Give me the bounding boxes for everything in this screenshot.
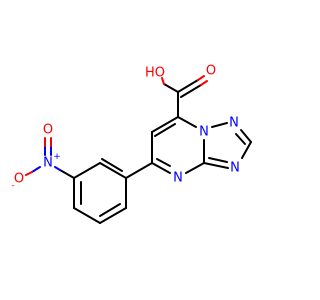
bond-n1-c2 [240,129,252,143]
bond-c7-c6 [151,116,179,133]
carboxylic-acid-group [161,75,208,118]
bond-c5-phenyl [125,162,153,179]
bond-ph4-ph5 [73,207,101,224]
atom-pyrimidine-nitrogen: N [173,171,183,186]
bond-n4-c3a [185,162,205,174]
bond-c2-n3 [241,141,252,159]
atom-nitro-oxygen-top: O [43,123,53,138]
bond-nitro-o-left [31,166,41,173]
atom-carbonyl-oxygen: O [206,64,216,79]
bond-ph1-ph2-inner [101,158,123,172]
atom-bridgehead-nitrogen: N [199,125,209,140]
atom-labels: HO O N N N N N + O O - [11,64,239,192]
bond-n1-c2-inner [235,133,246,145]
bond-c5-n4-inner [156,158,171,167]
nitro-group [25,137,75,179]
bond-carbonyl-1 [177,79,199,93]
bond-ph5-ph6 [99,207,127,224]
bond-n8-n1 [211,122,228,128]
nitro-oxygen-negative-charge: - [11,181,14,191]
bond-c7-c6-inner [154,123,176,137]
pyrimidine-ring [151,116,205,174]
bond-c5-n4 [151,162,171,174]
atom-nitro-nitrogen: N [43,156,53,171]
phenyl-ring [73,158,153,224]
molecule-diagram: HO O N N N N N + O O - [11,64,252,224]
bond-ph5-ph6-inner [99,203,121,217]
atom-nitro-oxygen-left: O [14,172,24,187]
bond-carbonyl-1-red [197,75,205,81]
bond-nitro-o-left-red [25,171,33,176]
bond-ph1-ph2 [99,162,127,179]
atom-triazole-nitrogen-right: N [230,161,240,176]
bond-ph2-ph3 [73,162,101,179]
bond-ph3-nitro-n-blue [54,166,61,171]
bond-carbonyl-2 [180,84,202,98]
bond-n8-c7 [177,116,197,128]
atom-triazole-nitrogen-top: N [229,116,239,131]
triazole-ring [203,122,252,169]
nitro-nitrogen-positive-charge: + [53,152,61,162]
bond-carboxyl-oh [163,83,179,93]
bond-n3-c3a [203,162,229,169]
bond-n3-c3a-inner [208,157,228,163]
atom-hydroxyl: HO [145,66,165,81]
bond-oh-red [161,77,165,85]
bond-ph3-nitro-n [59,169,75,179]
bond-carbonyl-2-red [200,80,208,86]
